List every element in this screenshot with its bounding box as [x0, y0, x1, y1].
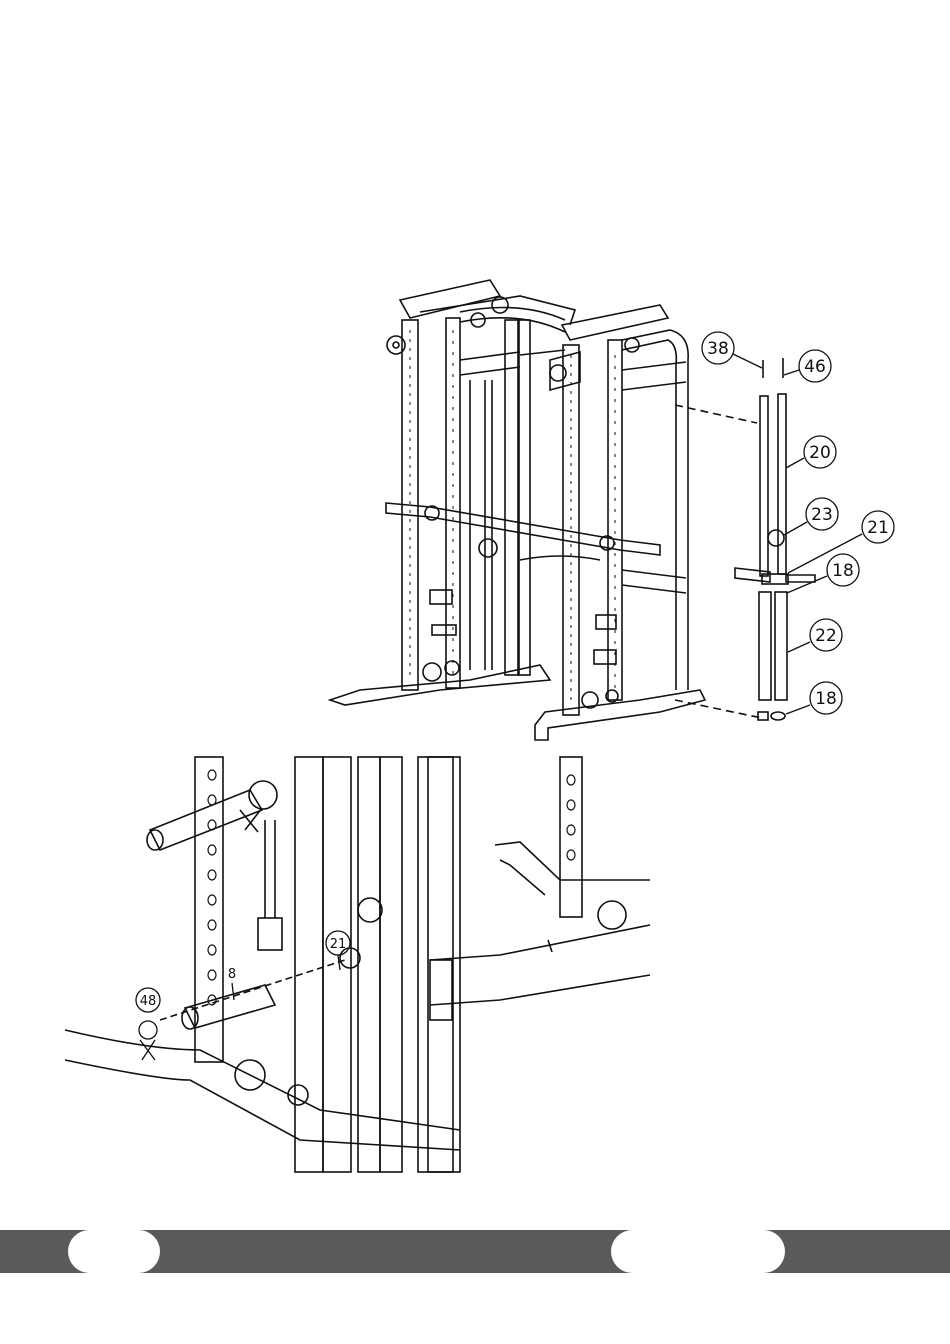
callout-21-detail: 21: [330, 937, 347, 952]
callouts-fig2: [136, 931, 350, 1060]
footer-pill-left: [68, 1230, 160, 1273]
footer-bar: [0, 1230, 950, 1273]
callout-48: 48: [140, 994, 157, 1009]
callout-labels-fig2: 48 8 21: [140, 937, 347, 1009]
footer-pill-right: [611, 1230, 785, 1273]
detail-closeup-figure: 48 8 21: [0, 0, 950, 1200]
callout-8: 8: [228, 967, 236, 982]
closeup-pin: [160, 898, 382, 1105]
closeup-bar: [147, 781, 282, 950]
